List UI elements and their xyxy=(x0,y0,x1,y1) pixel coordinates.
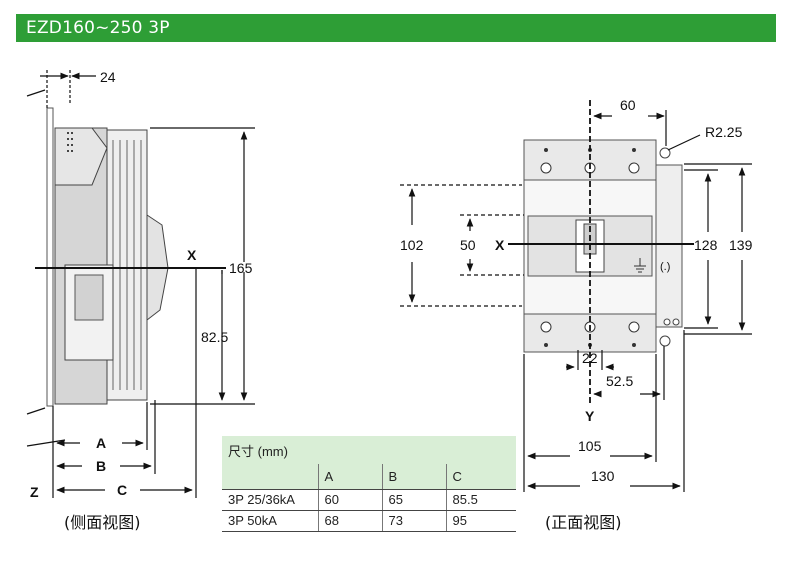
cell-a: 60 xyxy=(317,489,382,511)
column-a: A xyxy=(317,464,382,490)
side-axis-z: Z xyxy=(30,484,39,500)
dim-52-5: 52.5 xyxy=(606,373,633,389)
table-header: 尺寸 (mm) xyxy=(222,436,516,464)
cell-c: 85.5 xyxy=(445,489,516,511)
column-b: B xyxy=(381,464,446,490)
table-columns-row: A B C xyxy=(222,464,516,490)
side-view-breaker xyxy=(46,107,169,407)
row-label: 3P 25/36kA xyxy=(222,489,318,511)
label-b: B xyxy=(96,458,106,474)
cell-a: 68 xyxy=(317,510,382,532)
dim-r2-25: R2.25 xyxy=(705,124,743,140)
table-header-row: 尺寸 (mm) xyxy=(222,436,516,464)
cell-b: 65 xyxy=(381,489,446,511)
row-label: 3P 50kA xyxy=(222,510,318,532)
dim-22: 22 xyxy=(582,350,598,366)
front-axis-y: Y xyxy=(585,408,595,424)
side-view-caption: (侧面视图) xyxy=(64,513,141,532)
column-c: C xyxy=(445,464,516,490)
label-c: C xyxy=(117,482,127,498)
table-row: 3P 25/36kA 60 65 85.5 xyxy=(222,489,516,511)
cell-b: 73 xyxy=(381,510,446,532)
front-view-caption: (正面视图) xyxy=(545,513,622,532)
front-axis-x: X xyxy=(495,237,505,253)
dim-165: 165 xyxy=(229,260,253,276)
dim-139: 139 xyxy=(729,237,753,253)
dim-50: 50 xyxy=(460,237,476,253)
cell-c: 95 xyxy=(445,510,516,532)
dim-24: 24 xyxy=(100,69,116,85)
dim-102: 102 xyxy=(400,237,424,253)
svg-text:(.): (.) xyxy=(660,261,670,273)
dim-128: 128 xyxy=(694,237,718,253)
table-row: 3P 50kA 68 73 95 xyxy=(222,510,516,532)
front-view-breaker: (.) xyxy=(523,139,683,353)
dim-82-5: 82.5 xyxy=(201,329,228,345)
side-axis-x: X xyxy=(187,247,197,263)
dim-60: 60 xyxy=(620,97,636,113)
page-title: EZD160~250 3P xyxy=(16,14,776,42)
dim-130: 130 xyxy=(591,468,615,484)
dimension-table: 尺寸 (mm) A B C 3P 25/36kA 60 65 85.5 3P 5… xyxy=(222,436,516,532)
dim-105: 105 xyxy=(578,438,602,454)
label-a: A xyxy=(96,435,106,451)
